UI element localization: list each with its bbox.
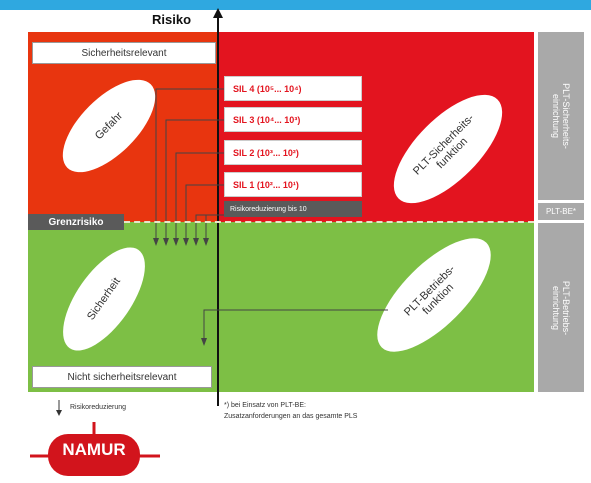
sil-1-box: SIL 1 (10²... 10¹) [224, 172, 362, 197]
plt-operation-device-line-2: einrichtung [551, 285, 561, 330]
plt-operation-device-column: PLT-Betriebs- einrichtung [538, 223, 584, 392]
footnote-line-1: *) bei Einsatz von PLT-BE: [224, 402, 306, 409]
safety-relevant-label: Sicherheitsrelevant [32, 42, 216, 64]
legend-label: Risikoreduzierung [70, 404, 127, 411]
not-safety-relevant-label: Nicht sicherheitsrelevant [32, 366, 212, 388]
plt-operation-device-line-1: PLT-Betriebs- [561, 280, 571, 335]
gefahr-label: Gefahr [92, 109, 126, 143]
top-accent-bar [0, 0, 591, 10]
plt-safety-device-line-1: PLT-Sicherheits- [561, 83, 571, 149]
footnote: *) bei Einsatz von PLT-BE: Zusatzanforde… [224, 400, 357, 422]
plt-safety-device-label: PLT-Sicherheits- einrichtung [551, 83, 571, 149]
sil-2-box: SIL 2 (10³... 10²) [224, 140, 362, 165]
operation-connector [201, 309, 388, 346]
footnote-line-2: Zusatzanforderungen an das gesamte PLS [224, 413, 358, 420]
risk-reduction-arrow-icon [56, 400, 62, 416]
plt-be-label: PLT-BE* [545, 207, 577, 216]
axis-line [217, 18, 219, 406]
risk-reduction-connectors [153, 88, 224, 246]
boundary-risk-line [124, 221, 534, 223]
risk-reduction-box: Risikoreduzierung bis 10 [224, 201, 362, 217]
sicherheit-label: Sicherheit [85, 275, 123, 323]
namur-logo [30, 422, 160, 476]
namur-logo-text: NAMUR [62, 440, 126, 459]
plt-safety-device-line-2: einrichtung [551, 93, 561, 139]
axis-label: Risiko [152, 12, 192, 27]
plt-operation-device-label: PLT-Betriebs- einrichtung [551, 280, 571, 334]
sil-4-box: SIL 4 (10⁵... 10⁴) [224, 76, 362, 101]
plt-safety-device-column: PLT-Sicherheits- einrichtung [538, 32, 584, 200]
sil-3-box: SIL 3 (10⁴... 10³) [224, 107, 362, 132]
boundary-risk-label: Grenzrisiko [28, 214, 124, 230]
plt-be-column: PLT-BE* [538, 203, 584, 220]
